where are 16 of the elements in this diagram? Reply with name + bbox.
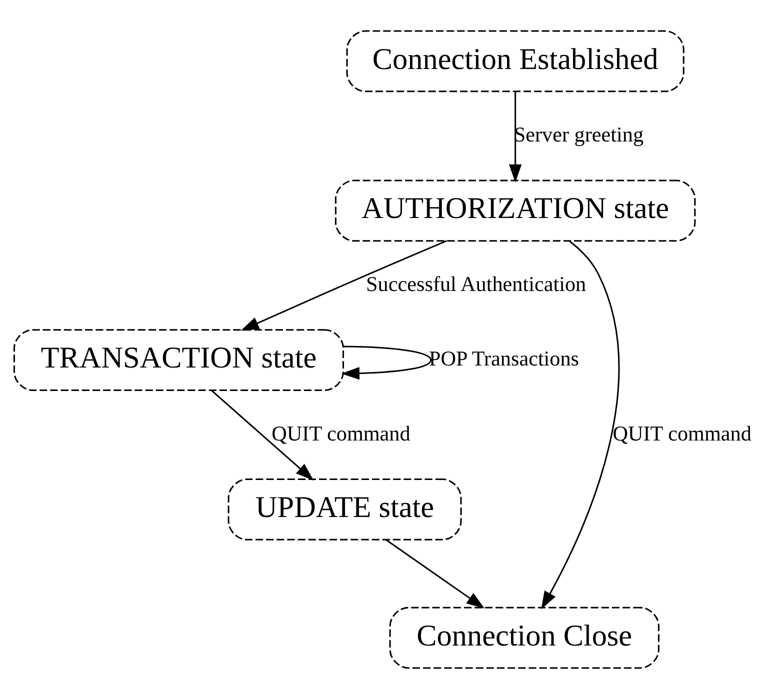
node-box: UPDATE state bbox=[228, 478, 462, 540]
arrow bbox=[341, 345, 432, 380]
node-box: TRANSACTION state bbox=[13, 328, 344, 390]
arrow bbox=[240, 240, 447, 330]
edge-label: Server greeting bbox=[514, 122, 644, 146]
arrow bbox=[508, 91, 522, 182]
arrow bbox=[211, 389, 314, 480]
node-box: Connection Close bbox=[389, 606, 660, 668]
arrow bbox=[386, 538, 485, 608]
edge-label: POP Transactions bbox=[428, 346, 580, 370]
edge-label: QUIT command bbox=[612, 420, 752, 445]
node-box: AUTHORIZATION state bbox=[334, 179, 696, 242]
edge-label: Successful Authentication bbox=[366, 271, 586, 296]
edge-label: QUIT command bbox=[272, 420, 410, 445]
arrow bbox=[541, 240, 620, 609]
node-box: Connection Established bbox=[346, 30, 684, 92]
